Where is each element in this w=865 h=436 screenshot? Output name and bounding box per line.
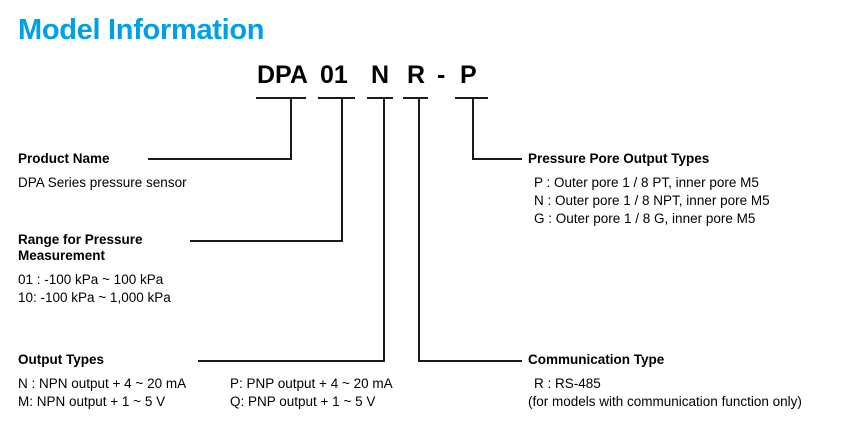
leader-vertical-product-name xyxy=(290,97,292,158)
code-underline-dpa xyxy=(256,97,306,99)
pore-output-option-g: G : Outer pore 1 / 8 G, inner pore M5 xyxy=(534,211,756,226)
range-option-10: 10: -100 kPa ~ 1,000 kPa xyxy=(18,290,171,305)
callout-output-types: Output Types N : NPN output + 4 ~ 20 mA … xyxy=(18,352,478,413)
leader-horizontal-output-types xyxy=(198,360,385,362)
code-underline-p xyxy=(455,97,488,99)
output-types-column-right: P: PNP output + 4 ~ 20 mA Q: PNP output … xyxy=(230,375,393,411)
code-segment-dpa: DPA xyxy=(257,61,308,89)
leader-vertical-range xyxy=(341,97,343,240)
code-underline-r xyxy=(403,97,428,99)
code-segment-p: P xyxy=(460,61,477,89)
product-name-line-1: DPA Series pressure sensor xyxy=(18,175,187,190)
product-name-heading: Product Name xyxy=(18,151,110,166)
pore-output-option-n: N : Outer pore 1 / 8 NPT, inner pore M5 xyxy=(534,193,770,208)
code-segment-r: R xyxy=(407,61,426,89)
page-title: Model Information xyxy=(18,14,265,46)
range-body: 01 : -100 kPa ~ 100 kPa 10: -100 kPa ~ 1… xyxy=(18,271,171,307)
output-types-column-left: N : NPN output + 4 ~ 20 mA M: NPN output… xyxy=(18,375,186,411)
code-segment-01: 01 xyxy=(320,61,348,89)
communication-type-note: (for models with communication function … xyxy=(528,394,802,409)
code-underline-01 xyxy=(318,97,355,99)
output-type-option-p: P: PNP output + 4 ~ 20 mA xyxy=(230,376,393,391)
output-type-option-m: M: NPN output + 1 ~ 5 V xyxy=(18,394,166,409)
communication-type-option-r: R : RS-485 xyxy=(534,376,601,391)
range-heading-line-2: Measurement xyxy=(18,248,106,263)
pore-output-option-p: P : Outer pore 1 / 8 PT, inner pore M5 xyxy=(534,175,759,190)
leader-vertical-pore-output xyxy=(472,97,474,158)
leader-horizontal-product-name xyxy=(148,158,292,160)
product-name-body: DPA Series pressure sensor xyxy=(18,174,187,192)
range-option-01: 01 : -100 kPa ~ 100 kPa xyxy=(18,272,164,287)
output-type-option-q: Q: PNP output + 1 ~ 5 V xyxy=(230,394,376,409)
pore-output-heading: Pressure Pore Output Types xyxy=(528,151,710,166)
pore-output-body: P : Outer pore 1 / 8 PT, inner pore M5 N… xyxy=(534,174,770,228)
leader-horizontal-pore-output xyxy=(472,158,522,160)
leader-horizontal-range xyxy=(190,240,343,242)
model-code-row: DPA 01 N R - P xyxy=(0,63,865,103)
callout-range-for-pressure-measurement: Range for Pressure Measurement 01 : -100… xyxy=(18,232,171,307)
leader-vertical-communication xyxy=(418,97,420,360)
leader-horizontal-communication xyxy=(418,360,522,362)
callout-product-name: Product Name DPA Series pressure sensor xyxy=(18,151,187,192)
leader-vertical-output-types xyxy=(383,97,385,360)
output-types-heading: Output Types xyxy=(18,352,104,367)
callout-communication-type: Communication Type R : RS-485 (for model… xyxy=(528,352,802,411)
callout-pressure-pore-output-types: Pressure Pore Output Types P : Outer por… xyxy=(528,151,770,228)
output-types-body: N : NPN output + 4 ~ 20 mA M: NPN output… xyxy=(18,375,478,413)
code-segment-dash: - xyxy=(437,61,446,89)
output-type-option-n: N : NPN output + 4 ~ 20 mA xyxy=(18,376,187,391)
range-heading-line-1: Range for Pressure xyxy=(18,232,143,247)
communication-type-body: R : RS-485 (for models with communicatio… xyxy=(528,375,802,411)
communication-type-heading: Communication Type xyxy=(528,352,665,367)
code-segment-n: N xyxy=(371,61,390,89)
code-underline-n xyxy=(367,97,393,99)
